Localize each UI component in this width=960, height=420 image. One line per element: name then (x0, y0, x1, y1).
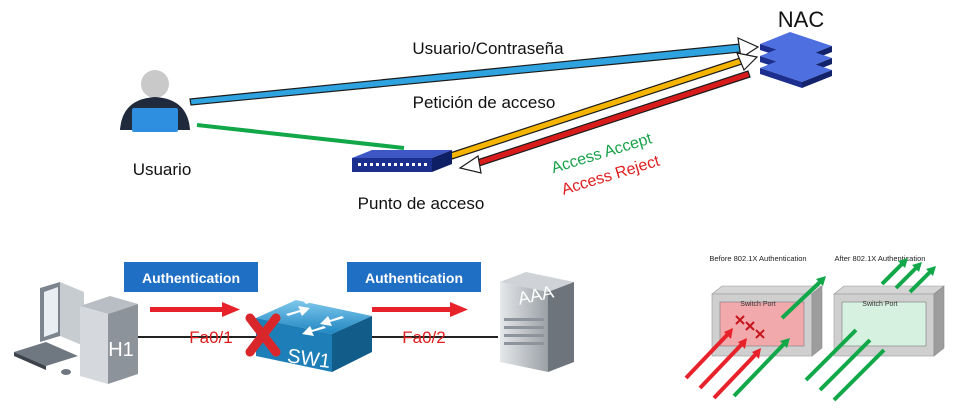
before-allowed-traffic-arrows (732, 276, 826, 398)
nac-to-ap-response-arrow (458, 70, 751, 174)
auth-badge-2 (347, 262, 481, 292)
port-fa0-1-label: Fa0/1 (189, 328, 232, 347)
after-auth-title: After 802.1X Authentication (835, 254, 926, 263)
access-point-label: Punto de acceso (358, 194, 485, 213)
host-computer-icon (14, 282, 138, 384)
auth-badge-2-label: Authentication (365, 270, 463, 286)
credentials-flow-label: Usuario/Contraseña (412, 39, 564, 58)
user-to-ap-link (196, 123, 405, 150)
user-to-nac-arrow (189, 37, 760, 106)
switch-label: SW1 (286, 345, 332, 373)
host-label: H1 (108, 339, 134, 361)
before-auth-title: Before 802.1X Authentication (709, 254, 806, 263)
auth-arrow-2 (372, 302, 468, 317)
after-switch-port (833, 285, 945, 357)
auth-arrow-1 (150, 302, 240, 317)
after-port-label: Switch Port (862, 301, 897, 308)
before-switch-port (711, 285, 823, 357)
nac-server-icon (760, 32, 832, 88)
before-blocked-traffic-arrows (684, 328, 761, 400)
before-block-x-marks (735, 315, 765, 339)
user-label: Usuario (133, 160, 192, 179)
blocked-x-icon (245, 313, 281, 357)
nac-title: NAC (778, 7, 825, 32)
user-icon (120, 70, 190, 132)
port-fa0-2-label: Fa0/2 (402, 328, 445, 347)
access-point-icon (352, 150, 452, 172)
request-flow-label: Petición de acceso (413, 93, 556, 112)
after-allowed-traffic-arrows (804, 258, 936, 402)
auth-badge-1 (124, 262, 258, 292)
switch-icon (256, 294, 372, 372)
auth-badge-1-label: Authentication (142, 270, 240, 286)
before-port-label: Switch Port (740, 301, 775, 308)
aaa-server-icon (500, 272, 574, 372)
